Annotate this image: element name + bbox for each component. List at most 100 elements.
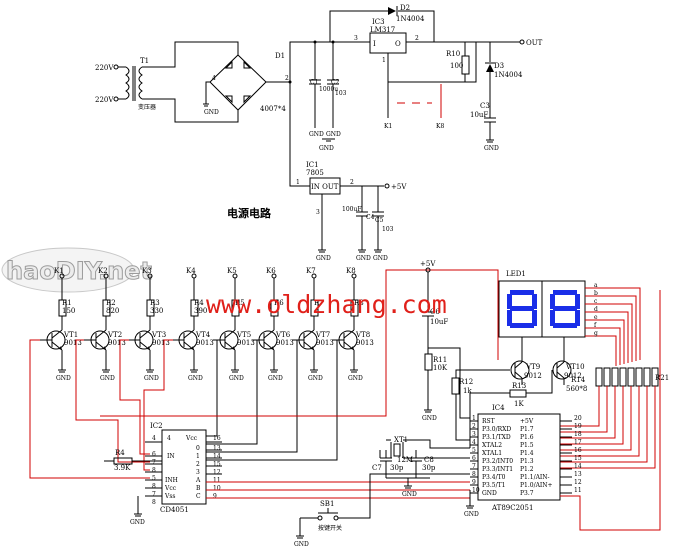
gnd-label: GND	[100, 375, 115, 382]
ic4-right-pin-2: 18	[574, 431, 582, 438]
bridge-ref: D1	[275, 52, 285, 60]
segment-letter-c: c	[594, 298, 598, 305]
ic1-pin1: 1	[296, 179, 300, 186]
segment-letter-d: d	[594, 306, 598, 313]
relay-k-label: K2	[98, 267, 108, 275]
segment-letter-g: g	[594, 330, 598, 337]
bridge-part: 4007*4	[260, 105, 286, 113]
cd4051-ch2: 2	[196, 461, 200, 468]
ac-input-top-label: 220V	[95, 64, 114, 72]
pack-resistor-15	[603, 367, 611, 387]
gnd-label: GND	[229, 375, 244, 382]
ic4-right-name-2: P1.6	[520, 434, 534, 441]
ic4-left-pin-4: 5	[472, 447, 476, 454]
ic4-left-name-6: P3.3/INT1	[482, 466, 513, 473]
led-ref: LED1	[506, 270, 526, 278]
mcu-plus5v: +5V	[420, 260, 436, 268]
cd4051-vss: Vss	[164, 493, 176, 500]
vt10-part: 9012	[564, 372, 582, 380]
resistor-r11: R11 10K GND	[422, 353, 448, 422]
ic4-left-pin-8: 9	[472, 479, 476, 486]
r11-gnd: GND	[422, 415, 437, 422]
transistor-vt10: VT10 9012	[552, 346, 585, 385]
ic4-left-pin-1: 2	[472, 423, 476, 430]
capacitor-c3: C3 10uF GND	[470, 102, 499, 152]
cd4051-lpin-3: 8	[152, 467, 156, 474]
digit-1	[507, 290, 537, 328]
cd4051-in: IN	[167, 453, 175, 460]
transistor-label: VT6	[275, 331, 291, 339]
segment-letter-e: e	[594, 314, 598, 321]
mcu-section: +5V C6 10uF R11 10K GND R12 1k R13 1K	[294, 260, 669, 548]
gnd-c3: GND	[484, 145, 499, 152]
cd4051-lpin-2: 7	[152, 459, 156, 466]
r14-label: R14	[571, 376, 586, 384]
r10-label: R10	[446, 50, 460, 58]
k8-label: K8	[436, 123, 444, 130]
resistor-value: 150	[62, 307, 75, 315]
ic4-left-name-3: XTAL2	[482, 442, 502, 449]
cd4051-pin-name-0: 4	[167, 435, 171, 442]
pushbutton-sb1[interactable]: SB1 按键开关 GND	[294, 473, 470, 548]
ic2-part: CD4051	[160, 506, 189, 514]
cd4051-rpin-0: 16	[213, 435, 221, 442]
ic4-ref: IC4	[492, 404, 505, 412]
resistor-label: R4	[194, 299, 204, 307]
lm317-in: I	[373, 40, 376, 48]
ic2-ref: IC2	[150, 422, 163, 430]
transistor-part: 9013	[196, 339, 214, 347]
transistor-label: VT4	[195, 331, 211, 339]
transformer-ref: T1	[140, 57, 149, 65]
pack-resistor-19	[635, 367, 643, 387]
ic1-plus5v: +5V	[391, 183, 407, 191]
pack-resistor-16	[611, 367, 619, 387]
cd4051-rpin-3: 15	[213, 461, 221, 468]
transistor-part: 9013	[64, 339, 82, 347]
capacitor-c7: C7 30p	[372, 450, 404, 478]
cd4051-rpin-2: 14	[213, 453, 221, 460]
diode-d2: D2 1N4004	[329, 4, 435, 42]
gnd-extra: GND	[319, 145, 334, 152]
transistor-label: VT7	[315, 331, 330, 339]
gnd-c4: GND	[356, 255, 371, 262]
resistor-label: R2	[106, 299, 116, 307]
relay-driver-row: K1R1150VT19013GNDK2R2820VT29013GNDK3R333…	[40, 267, 374, 382]
gnd-c2: GND	[326, 131, 341, 138]
relay-k-label: K3	[142, 267, 152, 275]
ic4-right-pin-3: 17	[574, 439, 582, 446]
c7-value: 30p	[390, 464, 404, 472]
ic4-right-name-7: P1.1/AIN-	[520, 474, 550, 481]
capacitor-c4: 100uF C4 GND	[342, 186, 375, 262]
d2-label: D2	[400, 4, 410, 12]
gnd-label: GND	[348, 375, 363, 382]
ic4-right-pin-4: 16	[574, 447, 582, 454]
ic4-right-name-5: P1.3	[520, 458, 534, 465]
cd4051-ch3: 3	[196, 469, 200, 476]
resistor-r13: R13 1K	[509, 382, 527, 408]
ic1-in-out: IN OUT	[311, 183, 339, 191]
r14-value: 560*8	[566, 385, 587, 393]
ic4-right-pin-6: 14	[574, 463, 582, 470]
sb1-gnd: GND	[294, 541, 309, 548]
power-section-title: 电源电路	[227, 206, 272, 220]
gnd-label: GND	[268, 375, 283, 382]
r10-value: 100	[450, 62, 463, 70]
bridge-gnd: GND	[204, 109, 219, 116]
gnd-label: GND	[144, 375, 159, 382]
ic4-gnd: GND	[464, 511, 479, 518]
lm317-part: LM317	[370, 26, 395, 34]
url-watermark: www.oldzhang.com	[206, 290, 447, 319]
ic4-right-name-8: P1.0/AIN+	[520, 482, 553, 489]
relay-k-label: K4	[186, 267, 196, 275]
lm317-pin1: 1	[382, 57, 386, 64]
ic4-left-pin-9: 10	[472, 487, 480, 494]
ic4-right-pin-7: 13	[574, 471, 582, 478]
sb1-label: SB1	[320, 500, 334, 508]
resistor-label: R7	[314, 299, 324, 307]
xt1-label: XT1	[394, 436, 408, 444]
lm317-pin2: 2	[415, 35, 419, 42]
